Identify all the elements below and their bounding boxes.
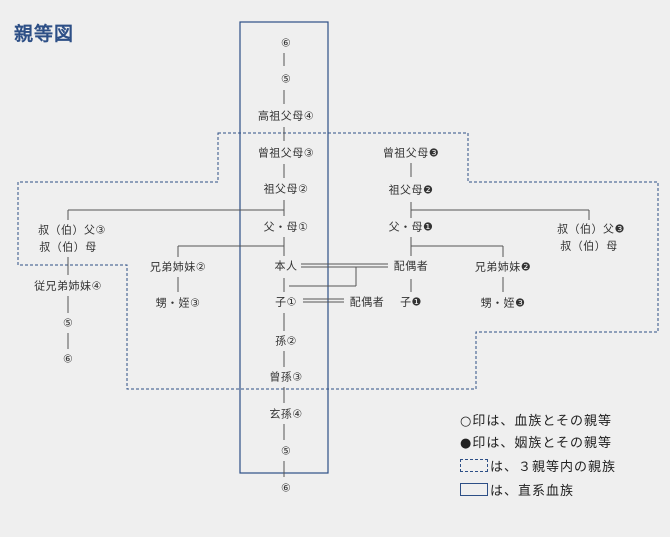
legend-blood: ○印は、血族とその親等: [460, 410, 670, 429]
node-self: 本人: [274, 259, 298, 273]
node-sixth-ancestor: ⑥: [280, 36, 292, 50]
node-nephew-niece: 甥・姪③: [155, 296, 201, 310]
node-great-great-grandchild: 玄孫④: [269, 407, 303, 421]
node-parents: 父・母①: [263, 220, 309, 234]
solid-box-icon: [460, 482, 488, 496]
node-child: 子①: [275, 295, 297, 309]
third-degree-boundary: [17, 132, 659, 390]
legend-direct-label: は、直系血族: [490, 483, 575, 499]
legend-direct: は、直系血族: [460, 480, 670, 499]
node-stepchild: 子❶: [400, 295, 422, 309]
node-inlaw-grandparents: 祖父母❷: [388, 183, 434, 197]
legend-blood-label: ○印は、血族とその親等: [460, 413, 612, 429]
dashed-box-icon: [460, 458, 488, 472]
page-title: 親等図: [14, 23, 75, 45]
node-inlaw-parents: 父・母❶: [388, 220, 434, 234]
node-inlaw-aunt: 叔（伯）母: [560, 239, 618, 253]
node-fifth-ancestor: ⑤: [280, 72, 292, 86]
node-grandparents: 祖父母②: [263, 182, 309, 196]
node-inlaw-great-grandparents: 曾祖父母❸: [382, 146, 440, 160]
node-sixth-descendant: ⑥: [280, 481, 292, 495]
legend-range-label: は、３親等内の親族: [490, 459, 617, 475]
node-child-spouse: 配偶者: [349, 295, 385, 309]
node-spouse: 配偶者: [393, 259, 429, 273]
legend-range: は、３親等内の親族: [460, 456, 670, 475]
node-inlaw-uncle: 叔（伯）父❸: [557, 222, 625, 236]
node-fifth-descendant: ⑤: [280, 444, 292, 458]
node-inlaw-nephew-niece: 甥・姪❸: [480, 296, 526, 310]
node-cousin-fifth: ⑤: [62, 316, 74, 330]
node-inlaw-siblings: 兄弟姉妹❷: [474, 260, 532, 274]
legend-inlaw-label: ●印は、姻族とその親等: [460, 435, 612, 451]
node-grandchild: 孫②: [275, 334, 297, 348]
legend-inlaw: ●印は、姻族とその親等: [460, 432, 670, 451]
node-cousin-sixth: ⑥: [62, 352, 74, 366]
node-cousins: 従兄弟姉妹④: [34, 279, 102, 293]
node-aunt: 叔（伯）母: [39, 240, 97, 254]
node-great-great-grandparents: 高祖父母④: [257, 109, 315, 123]
node-siblings: 兄弟姉妹②: [149, 260, 207, 274]
node-great-grandchild: 曾孫③: [269, 370, 303, 384]
node-great-grandparents: 曾祖父母③: [257, 146, 315, 160]
node-uncle: 叔（伯）父③: [38, 223, 106, 237]
